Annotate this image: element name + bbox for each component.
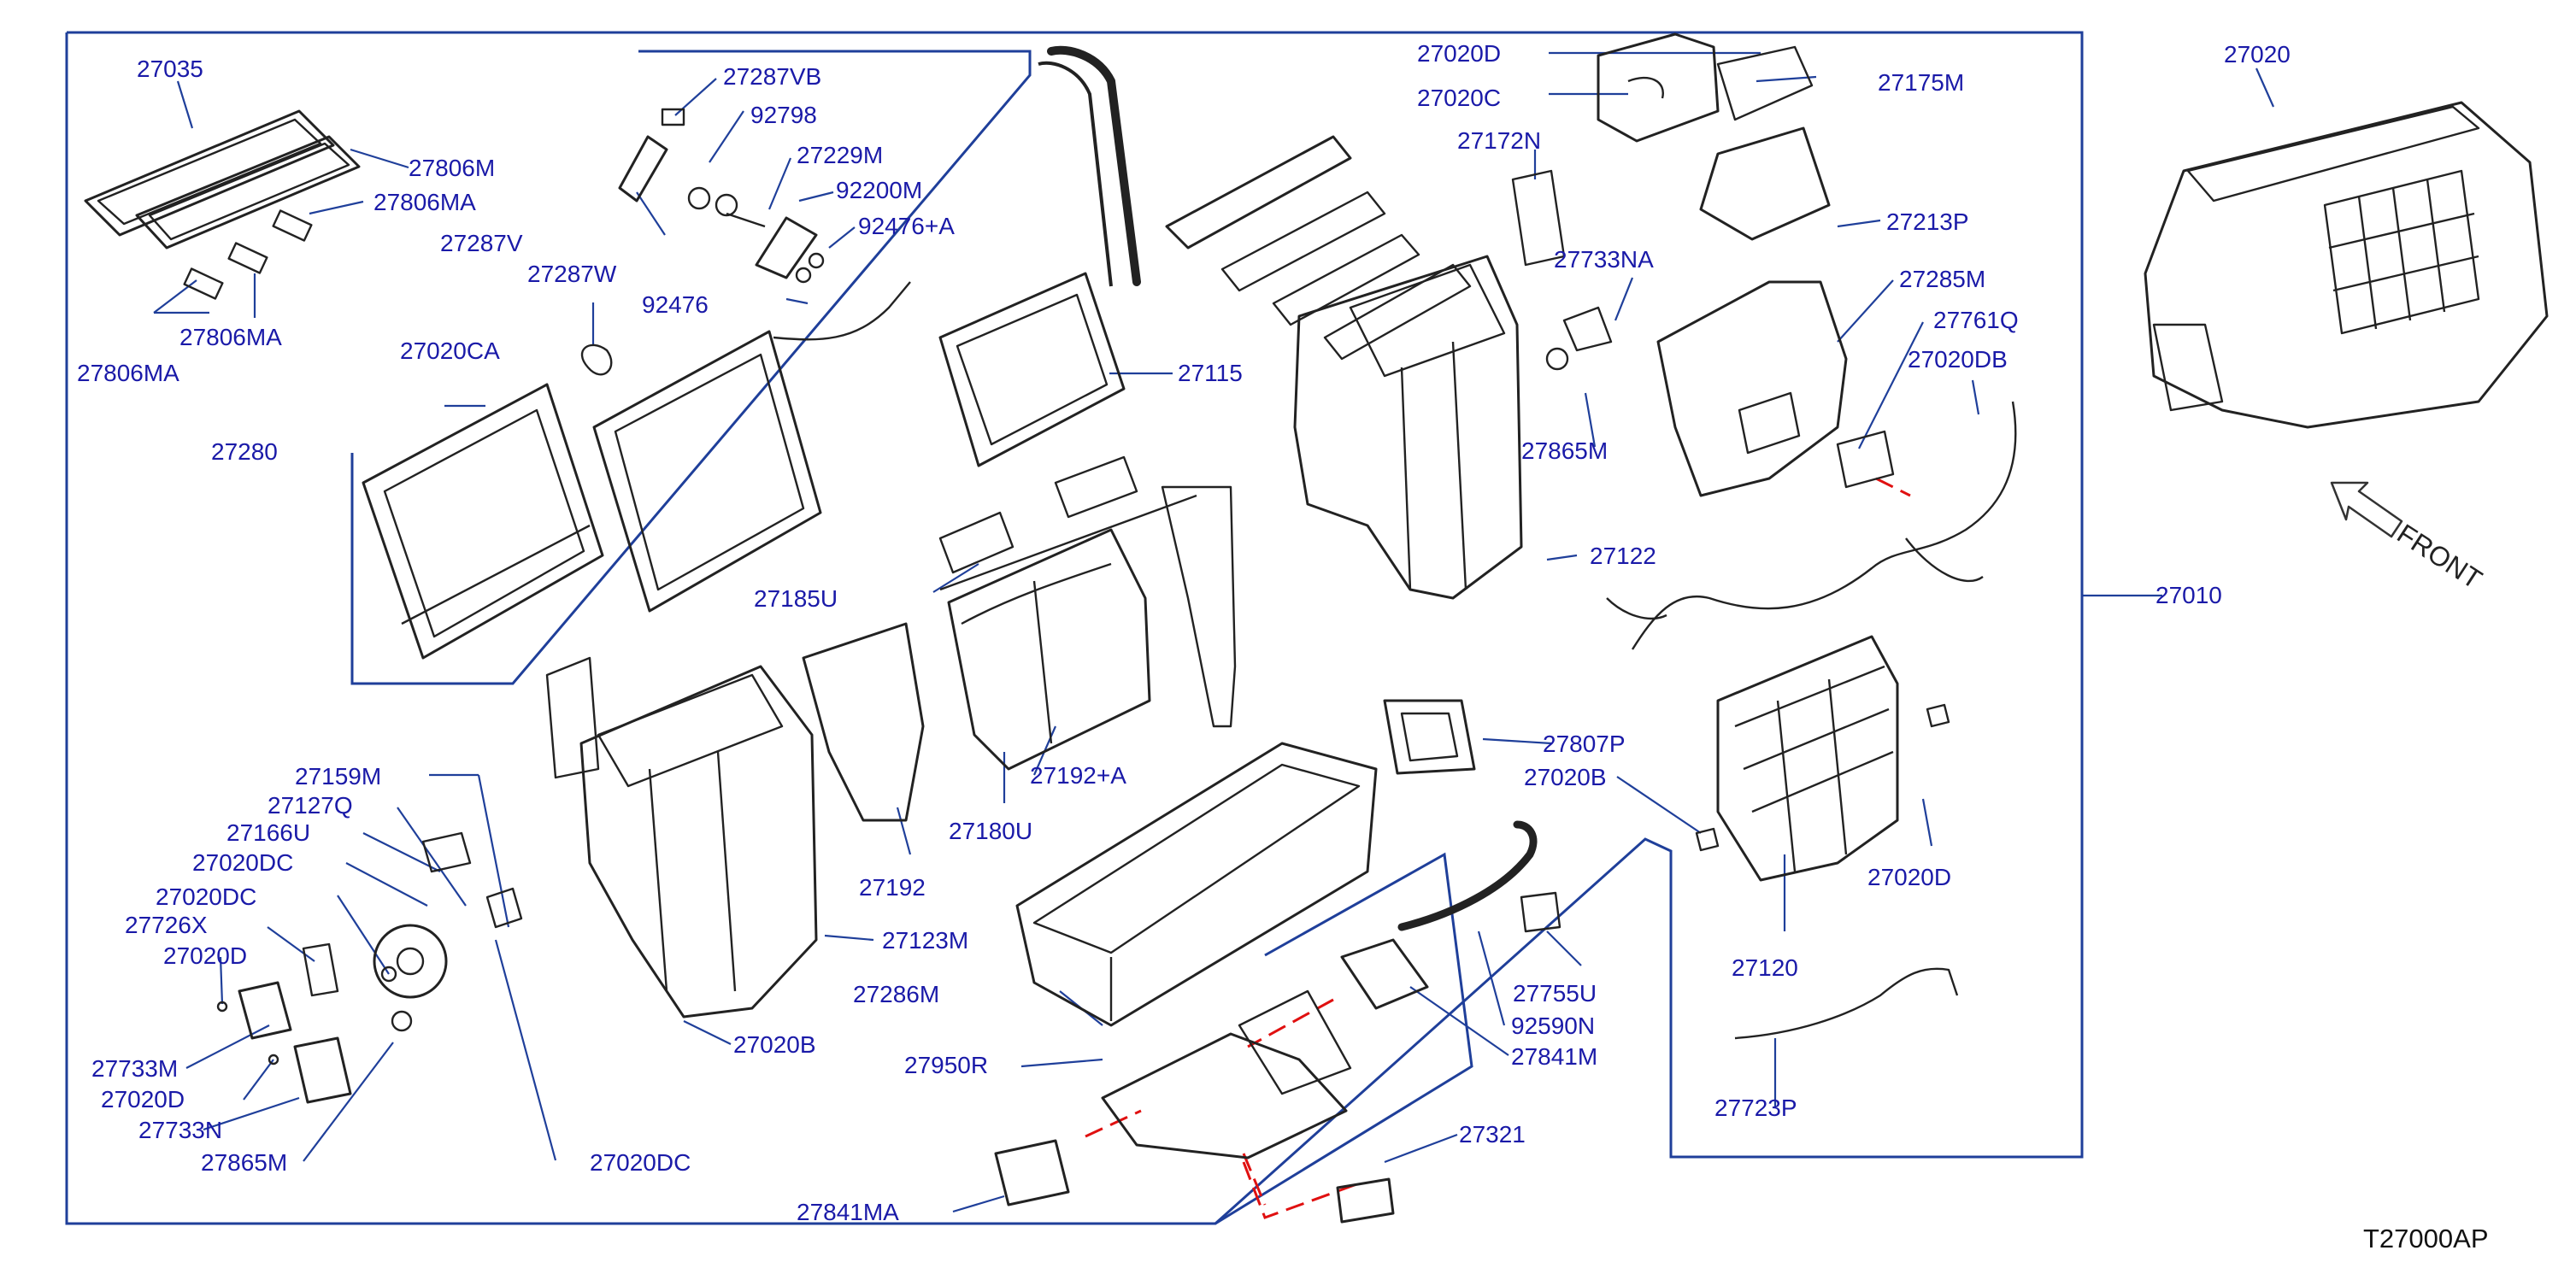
parts-line-art bbox=[84, 32, 2549, 1224]
main-assembly-bracket bbox=[65, 31, 2084, 1225]
label-27287v[interactable]: 27287V bbox=[440, 230, 523, 256]
lower-case-27123m bbox=[545, 656, 818, 1019]
label-27020dc[interactable]: 27020DC bbox=[590, 1149, 691, 1176]
label-27035[interactable]: 27035 bbox=[137, 56, 203, 82]
label-27166u[interactable]: 27166U bbox=[226, 819, 311, 846]
filter-27035 bbox=[84, 109, 361, 249]
label-27726x[interactable]: 27726X bbox=[125, 912, 208, 938]
label-27185u[interactable]: 27185U bbox=[754, 585, 838, 612]
label-27020d[interactable]: 27020D bbox=[101, 1086, 185, 1112]
diagram-reference-code: T27000AP bbox=[2363, 1224, 2489, 1253]
assembly-brackets bbox=[65, 31, 2084, 1225]
blower-housing-27120 bbox=[1695, 635, 1950, 882]
leader-lines bbox=[153, 51, 2275, 1213]
unit-27020 bbox=[2144, 101, 2549, 429]
mode-door-27180u bbox=[947, 528, 1151, 771]
label-27127q[interactable]: 27127Q bbox=[268, 792, 353, 819]
label-27841ma[interactable]: 27841MA bbox=[797, 1199, 899, 1225]
duct-subassembly-bracket bbox=[1214, 852, 1473, 1225]
label-27841m[interactable]: 27841M bbox=[1511, 1043, 1598, 1070]
label-27733m[interactable]: 27733M bbox=[91, 1055, 179, 1082]
label-27020b[interactable]: 27020B bbox=[733, 1031, 816, 1058]
label-27180u[interactable]: 27180U bbox=[949, 818, 1033, 844]
label-27761q[interactable]: 27761Q bbox=[1933, 307, 2019, 333]
label-92476[interactable]: 92476 bbox=[642, 291, 709, 318]
label-27806ma[interactable]: 27806MA bbox=[373, 189, 476, 215]
label-27723p[interactable]: 27723P bbox=[1714, 1095, 1797, 1121]
expansion-valve-parts bbox=[581, 108, 825, 376]
label-27020[interactable]: 27020 bbox=[2224, 41, 2291, 68]
label-27192[interactable]: 27192 bbox=[859, 874, 926, 901]
label-27280[interactable]: 27280 bbox=[211, 438, 278, 465]
label-27287vb[interactable]: 27287VB bbox=[723, 63, 822, 90]
label-27123m[interactable]: 27123M bbox=[882, 927, 969, 954]
label-27020dc[interactable]: 27020DC bbox=[156, 883, 257, 910]
label-27120[interactable]: 27120 bbox=[1732, 954, 1798, 981]
wire-harness-27723p bbox=[1734, 967, 1959, 1040]
cut-lines bbox=[1085, 477, 1911, 1219]
label-27159m[interactable]: 27159M bbox=[295, 763, 382, 790]
grille-27841ma bbox=[994, 1139, 1070, 1206]
label-27806ma[interactable]: 27806MA bbox=[77, 360, 179, 386]
label-27806m[interactable]: 27806M bbox=[409, 155, 496, 181]
label-27286m[interactable]: 27286M bbox=[853, 981, 940, 1007]
label-27020d[interactable]: 27020D bbox=[1867, 864, 1952, 890]
upper-case-27122 bbox=[1293, 255, 1523, 600]
heater-core-27020ca bbox=[362, 383, 604, 660]
floor-duct-27286m bbox=[1015, 742, 1378, 1027]
actuators-lower-left bbox=[216, 831, 523, 1104]
label-27755u[interactable]: 27755U bbox=[1513, 980, 1597, 1007]
label-27287w[interactable]: 27287W bbox=[527, 261, 617, 287]
actuators-upper-right bbox=[1511, 32, 1831, 371]
label-27733na[interactable]: 27733NA bbox=[1554, 246, 1654, 273]
label-27115[interactable]: 27115 bbox=[1178, 360, 1243, 386]
label-27321[interactable]: 27321 bbox=[1459, 1121, 1526, 1148]
label-27020ca[interactable]: 27020CA bbox=[400, 338, 500, 364]
heater-core-27115 bbox=[938, 45, 1141, 467]
label-27285m[interactable]: 27285M bbox=[1899, 266, 1986, 292]
label-27733n[interactable]: 27733N bbox=[138, 1117, 223, 1143]
label-27865m[interactable]: 27865M bbox=[1521, 437, 1609, 464]
evaporator-27280 bbox=[592, 281, 911, 613]
clip-27321 bbox=[1336, 1177, 1395, 1224]
label-27020d[interactable]: 27020D bbox=[163, 942, 248, 969]
label-92590n[interactable]: 92590N bbox=[1511, 1013, 1596, 1039]
label-27122[interactable]: 27122 bbox=[1590, 543, 1656, 569]
hose-92590n bbox=[1397, 820, 1561, 933]
label-27020d[interactable]: 27020D bbox=[1417, 40, 1502, 67]
label-27865m[interactable]: 27865M bbox=[201, 1149, 288, 1176]
evaporator-subassembly-bracket bbox=[350, 50, 1032, 685]
label-27020dc[interactable]: 27020DC bbox=[192, 849, 294, 876]
label-27020db[interactable]: 27020DB bbox=[1908, 346, 2008, 373]
label-27020c[interactable]: 27020C bbox=[1417, 85, 1502, 111]
vent-grilles bbox=[938, 135, 1472, 591]
duct-27192 bbox=[802, 485, 1237, 822]
blower-case-27285m bbox=[1656, 280, 1895, 497]
label-27213p[interactable]: 27213P bbox=[1886, 208, 1969, 235]
label-27010[interactable]: 27010 bbox=[2155, 582, 2222, 608]
label-27175m[interactable]: 27175M bbox=[1878, 69, 1965, 96]
label-92476a[interactable]: 92476+A bbox=[858, 213, 955, 239]
label-27192a[interactable]: 27192+A bbox=[1030, 762, 1126, 789]
label-27020b[interactable]: 27020B bbox=[1524, 764, 1607, 790]
wire-harness-upper bbox=[1606, 401, 2017, 650]
label-27950r[interactable]: 27950R bbox=[904, 1052, 989, 1078]
label-27172n[interactable]: 27172N bbox=[1457, 127, 1542, 154]
foot-duct-27807p bbox=[1383, 699, 1476, 775]
label-27229m[interactable]: 27229M bbox=[797, 142, 884, 168]
front-arrow bbox=[2330, 481, 2403, 538]
label-27807p[interactable]: 27807P bbox=[1543, 731, 1626, 757]
label-92798[interactable]: 92798 bbox=[750, 102, 817, 128]
label-27806ma[interactable]: 27806MA bbox=[179, 324, 282, 350]
duct-27950r bbox=[1101, 989, 1352, 1159]
label-92200m[interactable]: 92200M bbox=[836, 177, 923, 203]
grille-27841m bbox=[1340, 938, 1429, 1010]
seals-27806ma bbox=[183, 209, 313, 300]
